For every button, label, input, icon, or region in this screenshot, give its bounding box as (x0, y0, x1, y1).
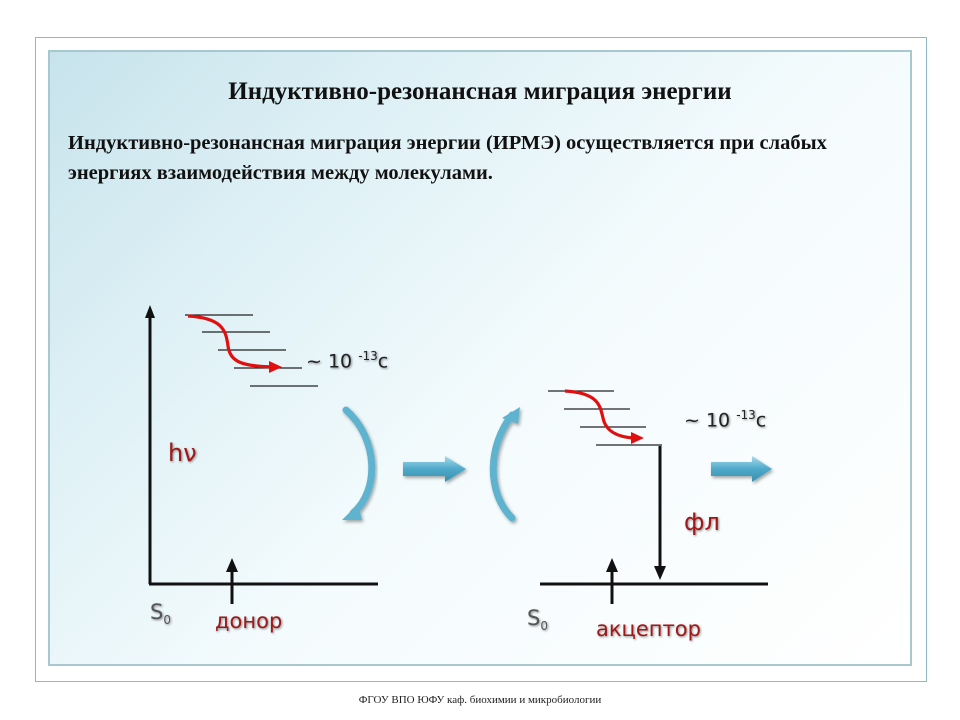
donor-ground-state: S (150, 600, 164, 624)
acceptor-fluorescence-arrow (654, 446, 666, 580)
acceptor-fluorescence-label: фл (684, 508, 720, 536)
footer-text: ФГОУ ВПО ЮФУ каф. биохимии и микробиолог… (358, 694, 602, 706)
donor-transfer-arc-arrow (342, 406, 376, 520)
slide-panel (48, 50, 912, 666)
donor-time-unit: с (377, 350, 389, 373)
donor-relaxation-time: ~ 10 -13с (306, 349, 388, 372)
donor-time-exponent: -13 (358, 349, 378, 363)
donor-excitation-arrow (226, 558, 238, 604)
transfer-arrow-middle (403, 456, 466, 482)
slide-title: Индуктивно-резонансная миграция энергии (228, 78, 732, 105)
acceptor-time-prefix: ~ 10 (684, 409, 737, 432)
donor-ground-state-label: S0 (150, 600, 171, 627)
donor-role-label: донор (215, 609, 283, 633)
outer-frame (35, 37, 927, 682)
acceptor-excitation-arrow (606, 558, 618, 604)
donor-time-prefix: ~ 10 (306, 350, 359, 373)
acceptor-vibrational-levels (548, 390, 662, 446)
acceptor-ground-state: S (527, 606, 541, 630)
donor-excitation-label: hν (168, 439, 197, 467)
donor-ground-state-sub: 0 (163, 613, 171, 628)
donor-relaxation-arrow (187, 314, 282, 373)
acceptor-ground-state-sub: 0 (540, 619, 548, 634)
acceptor-time-unit: с (755, 409, 767, 432)
donor-vibrational-levels (185, 314, 318, 387)
slide-body-text: Индуктивно-резонансная миграция энергии … (68, 132, 827, 184)
acceptor-relaxation-time: ~ 10 -13с (684, 408, 766, 431)
acceptor-ground-state-label: S0 (527, 606, 548, 633)
acceptor-relaxation-arrow (564, 389, 644, 444)
acceptor-transfer-arc-arrow (489, 407, 520, 522)
donor-energy-axis (145, 305, 378, 586)
transfer-arrow-right (711, 456, 772, 482)
acceptor-role-label: акцептор (596, 617, 701, 641)
acceptor-time-exponent: -13 (736, 408, 756, 422)
